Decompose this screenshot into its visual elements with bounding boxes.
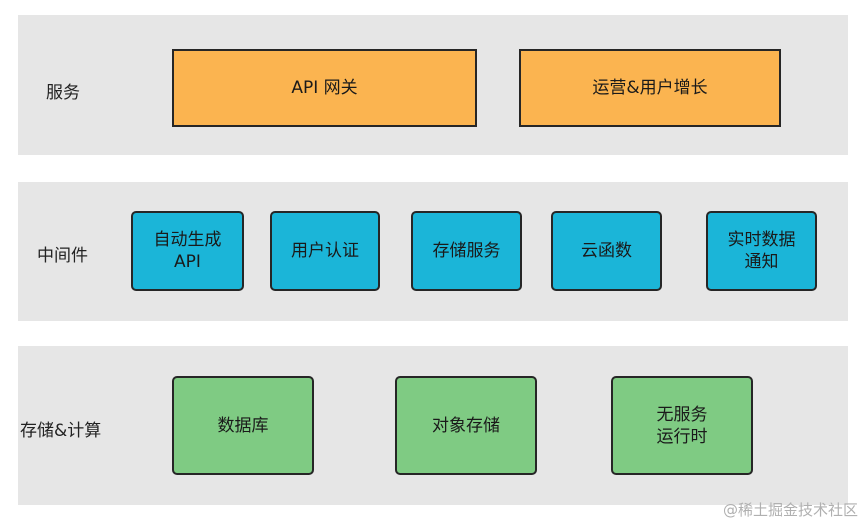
serverless-runtime-line1: 无服务: [656, 404, 708, 425]
database-label: 数据库: [217, 415, 269, 436]
auto-generate-api-line2: API: [174, 252, 201, 272]
storage-service-box: 存储服务: [411, 211, 522, 291]
auto-generate-api-box: 自动生成 API: [131, 211, 244, 291]
realtime-notify-box: 实时数据 通知: [706, 211, 817, 291]
user-auth-box: 用户认证: [270, 211, 380, 291]
operations-growth-box: 运营&用户增长: [519, 49, 781, 127]
watermark-text: @稀土掘金技术社区: [722, 501, 858, 519]
cloud-function-box: 云函数: [551, 211, 662, 291]
object-storage-label: 对象存储: [432, 415, 500, 436]
api-gateway-label: API 网关: [291, 78, 358, 98]
serverless-runtime-line2: 运行时: [656, 426, 708, 447]
auto-generate-api-line1: 自动生成: [153, 230, 222, 250]
user-auth-label: 用户认证: [291, 241, 359, 261]
operations-growth-label: 运营&用户增长: [592, 78, 708, 98]
api-gateway-box: API 网关: [172, 49, 477, 127]
object-storage-box: 对象存储: [395, 376, 537, 475]
realtime-notify-line1: 实时数据: [727, 230, 796, 250]
serverless-runtime-box: 无服务 运行时: [611, 376, 753, 475]
database-box: 数据库: [172, 376, 314, 475]
middleware-layer-label: 中间件: [37, 246, 88, 266]
storage-service-label: 存储服务: [432, 241, 501, 261]
realtime-notify-line2: 通知: [744, 252, 779, 272]
services-layer-label: 服务: [46, 83, 80, 103]
storage-layer-label: 存储&计算: [20, 421, 102, 441]
cloud-function-label: 云函数: [581, 241, 632, 261]
